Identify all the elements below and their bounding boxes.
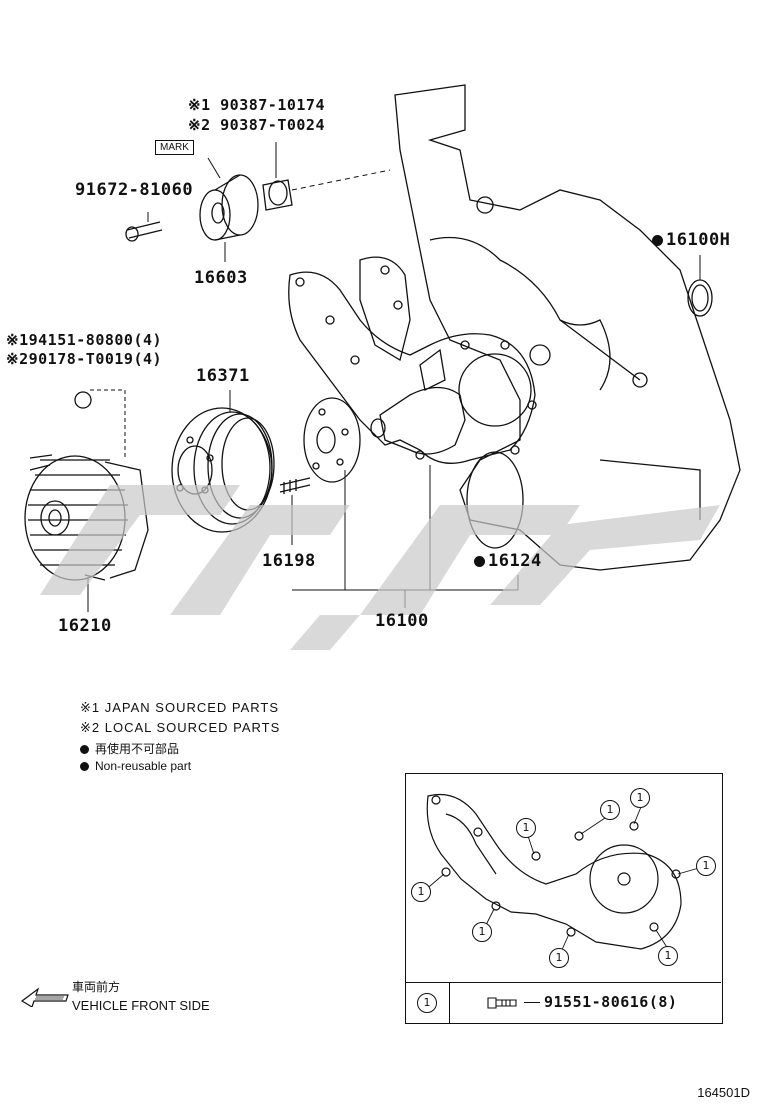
water-pump bbox=[370, 348, 466, 455]
nonreusable-dot-icon bbox=[474, 555, 485, 567]
callout-bolt: 1 bbox=[549, 948, 569, 968]
legend-leader bbox=[524, 1002, 540, 1003]
idler-bolt bbox=[125, 221, 163, 242]
part-label-16210: 16210 bbox=[58, 616, 112, 636]
o-ring bbox=[687, 279, 713, 317]
timing-cover bbox=[394, 84, 741, 571]
note-japan-sourced: ※1 JAPAN SOURCED PARTS bbox=[80, 700, 280, 715]
pump-flange bbox=[303, 397, 361, 483]
note-nonreusable-jp: 再使用不可部品 bbox=[80, 740, 179, 757]
legend-key: 1 bbox=[417, 993, 437, 1013]
front-label-en: VEHICLE FRONT SIDE bbox=[72, 998, 210, 1013]
fan-nut bbox=[74, 391, 92, 409]
leader-lines bbox=[87, 142, 701, 612]
note-nonreusable-en-text: Non-reusable part bbox=[95, 759, 192, 773]
fan-pulley bbox=[171, 407, 275, 533]
part-label-16124-text: 16124 bbox=[488, 551, 542, 571]
callout-bolt: 1 bbox=[411, 882, 431, 902]
front-arrow-icon bbox=[20, 987, 69, 1007]
part-label-16100: 16100 bbox=[375, 611, 429, 631]
bolt-location-inset: 1 1 1 1 1 1 1 1 1 91551-80616(8) bbox=[405, 773, 723, 1024]
part-label-16371: 16371 bbox=[196, 366, 250, 386]
note-nonreusable-en: Non-reusable part bbox=[80, 759, 191, 773]
nonreusable-dot-icon bbox=[652, 234, 663, 246]
fan-clutch bbox=[24, 454, 149, 581]
bolt-icon bbox=[487, 997, 517, 1009]
bolt-label-japan: ※1 90387-10174 bbox=[188, 96, 325, 114]
note-nonreusable-jp-text: 再使用不可部品 bbox=[95, 742, 180, 756]
bolt-label-local: ※2 90387-T0024 bbox=[188, 116, 325, 134]
bullet-dot-icon bbox=[80, 745, 89, 755]
callout-bolt: 1 bbox=[472, 922, 492, 942]
stud bbox=[279, 477, 311, 494]
part-label-16100h-text: 16100H bbox=[666, 230, 731, 250]
callout-bolt: 1 bbox=[696, 856, 716, 876]
part-label-16100h: 16100H bbox=[652, 230, 730, 250]
front-label-jp: 車両前方 bbox=[72, 980, 121, 994]
water-pump-housing bbox=[288, 256, 537, 549]
callout-bolt: 1 bbox=[630, 788, 650, 808]
note-local-sourced: ※2 LOCAL SOURCED PARTS bbox=[80, 720, 281, 735]
callout-bolt: 1 bbox=[516, 818, 536, 838]
part-label-16124: 16124 bbox=[474, 551, 542, 571]
inset-pump-drawing bbox=[422, 793, 707, 953]
nut-label-local: ※290178-T0019(4) bbox=[6, 350, 163, 368]
diagram-code: 164501D bbox=[697, 1085, 750, 1100]
nut-label-japan: ※194151-80800(4) bbox=[6, 331, 163, 349]
callout-bolt: 1 bbox=[658, 946, 678, 966]
mark-tag: MARK bbox=[155, 140, 194, 155]
callout-bolt: 1 bbox=[600, 800, 620, 820]
bullet-dot-icon bbox=[80, 762, 89, 772]
inset-legend-row: 1 91551-80616(8) bbox=[406, 982, 721, 1023]
part-label-16603: 16603 bbox=[194, 268, 248, 288]
legend-key-cell: 1 bbox=[406, 983, 450, 1023]
part-label-16198: 16198 bbox=[262, 551, 316, 571]
legend-part-number: 91551-80616(8) bbox=[544, 993, 678, 1011]
idler-pulley bbox=[199, 174, 293, 241]
part-label-91672: 91672-81060 bbox=[75, 180, 194, 200]
